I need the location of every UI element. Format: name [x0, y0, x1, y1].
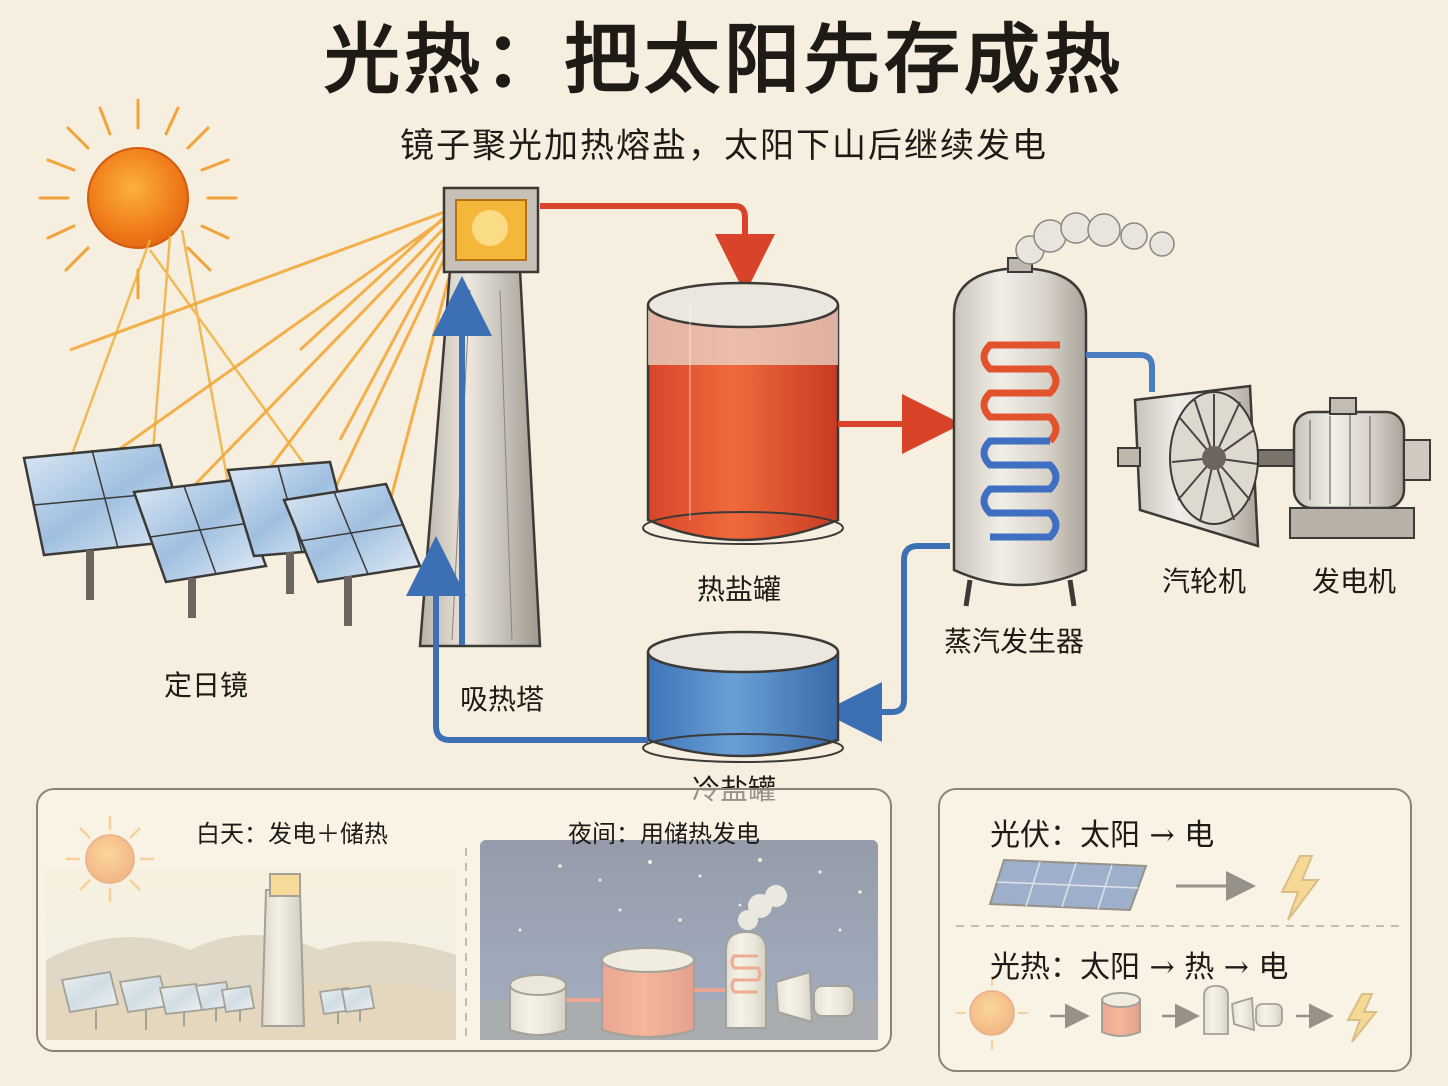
page-title: 光热：把太阳先存成热: [324, 15, 1124, 104]
label-steam-generator: 蒸汽发生器: [944, 625, 1085, 658]
day-night-panel: [36, 788, 892, 1052]
cold-salt-pipe: [406, 536, 648, 743]
comparison-panel: [938, 788, 1412, 1072]
hot-salt-tank: [642, 281, 844, 545]
sun-icon: [38, 98, 238, 300]
label-hot-tank: 热盐罐: [697, 573, 782, 606]
cold-return-pipe: [822, 543, 950, 742]
label-turbine: 汽轮机: [1162, 565, 1247, 598]
cold-salt-tank: [642, 630, 844, 763]
hot-salt-pipe: [540, 203, 775, 294]
turbine: [1117, 384, 1295, 548]
label-generator: 发电机: [1312, 565, 1397, 598]
csp-label: 光热：太阳 → 热 → 电: [990, 950, 1289, 985]
label-heliostat: 定日镜: [164, 669, 249, 702]
heliostat-field: [22, 443, 422, 626]
day-label: 白天：发电＋储热: [196, 820, 388, 848]
heliostat: [282, 482, 422, 626]
steam-puff: [1015, 212, 1175, 265]
page-subtitle: 镜子聚光加热熔盐，太阳下山后继续发电: [400, 126, 1048, 166]
steam-generator: [952, 257, 1088, 607]
night-label: 夜间：用储热发电: [568, 820, 760, 848]
pv-label: 光伏：太阳 → 电: [990, 818, 1215, 853]
generator: [1289, 397, 1431, 539]
steam-pipe: [1086, 352, 1155, 392]
heliostat: [132, 478, 268, 618]
label-tower: 吸热塔: [460, 683, 545, 716]
reflected-rays: [69, 208, 462, 541]
